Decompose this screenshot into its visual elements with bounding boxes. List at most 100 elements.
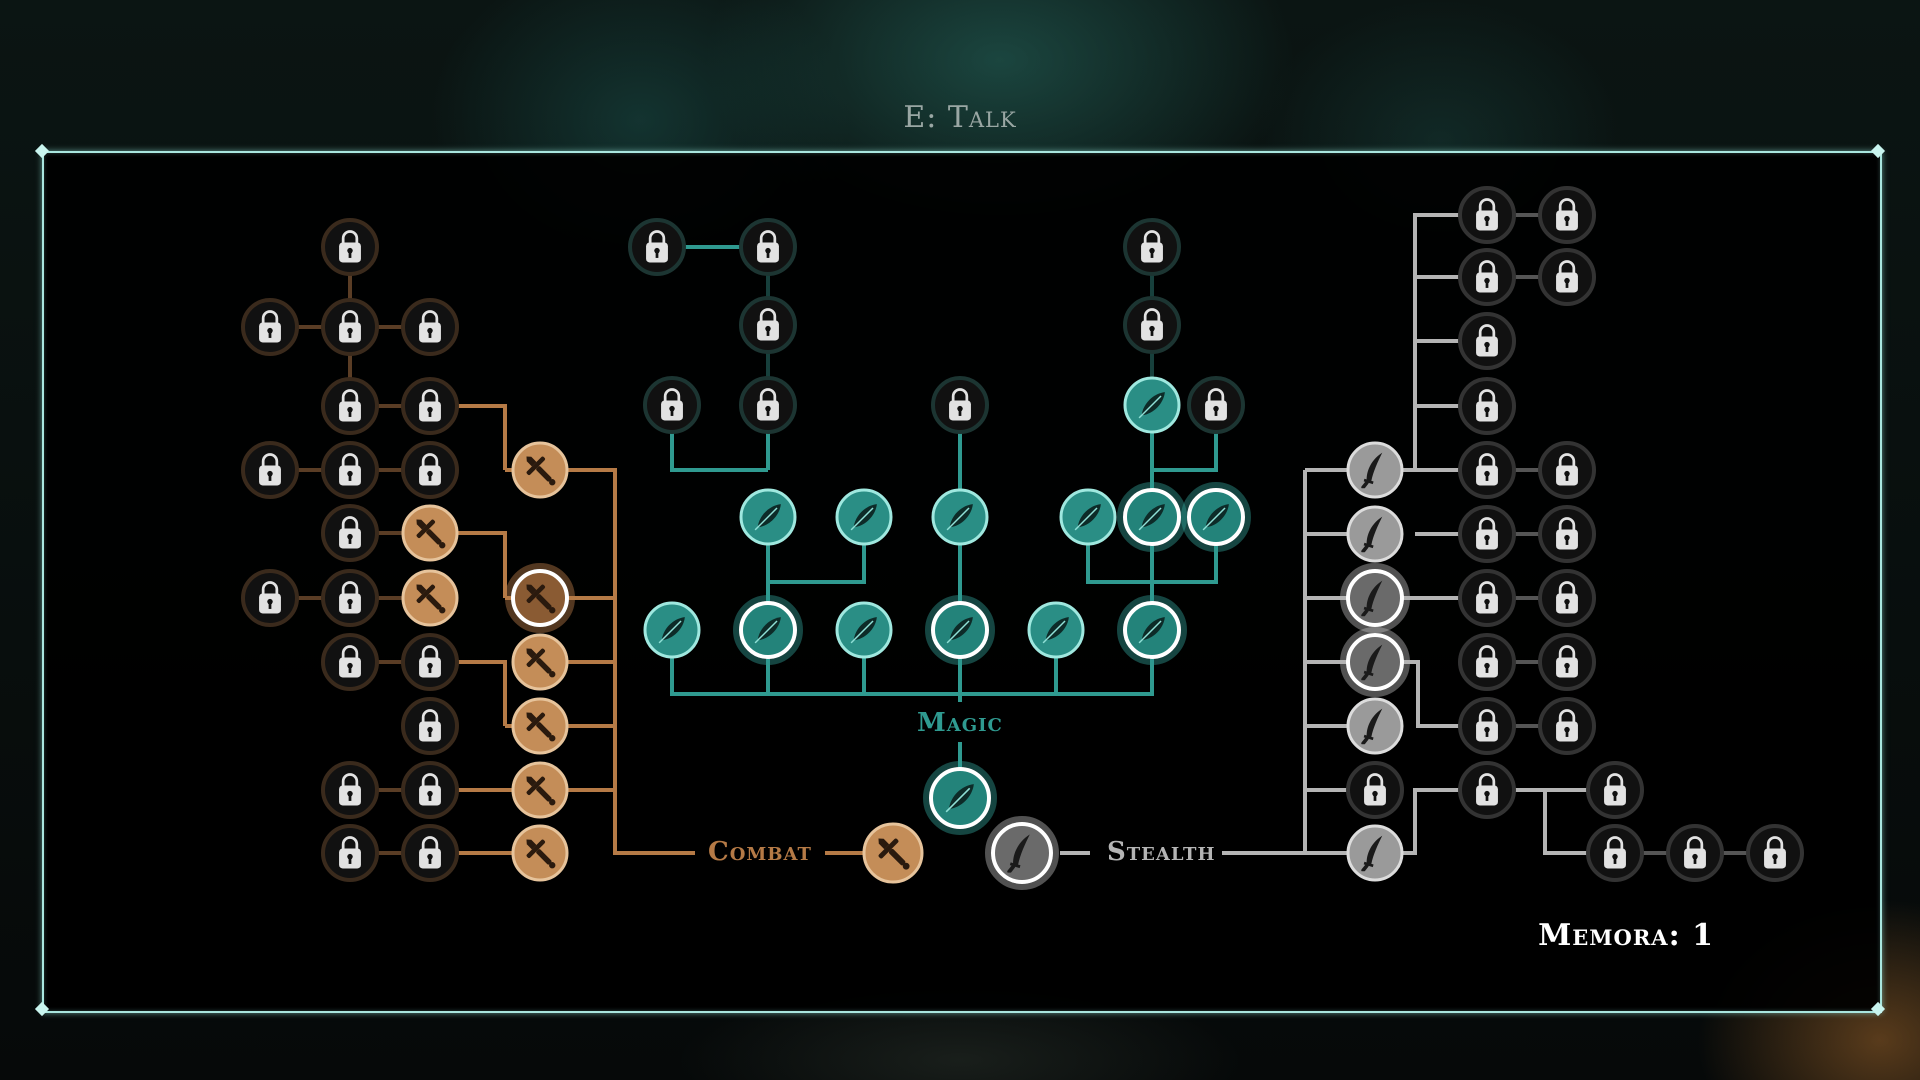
tree-connector [670,630,1154,696]
stealth-skill-node-locked[interactable] [1538,569,1596,627]
stealth-skill-node-locked[interactable] [1458,377,1516,435]
node-glow [925,595,995,665]
stealth-skill-node-locked[interactable] [1538,697,1596,755]
magic-skill-node-locked[interactable] [739,296,797,354]
node-glow [505,563,575,633]
stealth-skill-node-locked[interactable] [1346,761,1404,819]
node-glow [1340,627,1410,697]
interaction-prompt: E: Talk [903,100,1017,135]
stealth-skill-node-unlocked[interactable] [1340,563,1410,633]
combat-skill-node-available[interactable] [862,822,924,884]
combat-skill-node-available[interactable] [511,824,569,882]
node-glow [985,816,1059,890]
node-glow [1117,595,1187,665]
stealth-skill-node-locked[interactable] [1538,505,1596,563]
magic-skill-node-available[interactable] [643,601,701,659]
combat-skill-node-locked[interactable] [321,633,379,691]
stealth-skill-node-locked[interactable] [1746,824,1804,882]
combat-skill-node-locked[interactable] [241,298,299,356]
magic-skill-node-unlocked[interactable] [733,595,803,665]
magic-skill-node-unlocked[interactable] [925,595,995,665]
memora-counter: Memora: 1 [1538,918,1714,953]
node-ring [1346,441,1404,499]
magic-skill-node-locked[interactable] [643,376,701,434]
stealth-skill-node-locked[interactable] [1458,505,1516,563]
magic-skill-node-unlocked[interactable] [923,761,997,835]
stealth-skill-node-unlocked[interactable] [985,816,1059,890]
stealth-skill-node-locked[interactable] [1458,186,1516,244]
stealth-skill-node-locked[interactable] [1586,761,1644,819]
magic-skill-node-locked[interactable] [931,376,989,434]
combat-skill-node-available[interactable] [401,569,459,627]
combat-skill-node-locked[interactable] [321,569,379,627]
stealth-skill-node-locked[interactable] [1458,697,1516,755]
combat-skill-node-locked[interactable] [321,824,379,882]
combat-skill-node-locked[interactable] [321,441,379,499]
magic-skill-node-available[interactable] [1059,488,1117,546]
magic-skill-node-available[interactable] [931,488,989,546]
node-ring [1346,824,1404,882]
combat-skill-node-locked[interactable] [401,298,459,356]
stealth-skill-node-locked[interactable] [1666,824,1724,882]
stealth-skill-node-available[interactable] [1346,824,1404,882]
node-glow [1117,482,1187,552]
combat-skill-node-available[interactable] [401,504,459,562]
branch-label-stealth: Stealth [1107,837,1216,867]
magic-skill-node-unlocked[interactable] [1181,482,1251,552]
stealth-skill-node-locked[interactable] [1458,633,1516,691]
node-glow [733,595,803,665]
stealth-skill-node-locked[interactable] [1458,312,1516,370]
stealth-skill-node-locked[interactable] [1458,248,1516,306]
magic-skill-node-locked[interactable] [739,218,797,276]
stealth-skill-node-locked[interactable] [1458,441,1516,499]
combat-skill-node-locked[interactable] [321,218,379,276]
magic-skill-node-locked[interactable] [1123,296,1181,354]
combat-skill-node-available[interactable] [511,761,569,819]
combat-skill-node-unlocked[interactable] [505,563,575,633]
magic-skill-node-locked[interactable] [739,376,797,434]
combat-skill-node-locked[interactable] [241,569,299,627]
stealth-skill-node-available[interactable] [1346,441,1404,499]
combat-skill-node-locked[interactable] [401,441,459,499]
branch-label-magic: Magic [917,708,1003,738]
node-glow [923,761,997,835]
magic-skill-node-available[interactable] [1123,376,1181,434]
combat-skill-node-locked[interactable] [401,761,459,819]
magic-skill-node-locked[interactable] [1123,218,1181,276]
combat-skill-node-locked[interactable] [241,441,299,499]
combat-skill-node-available[interactable] [511,633,569,691]
magic-skill-node-locked[interactable] [628,218,686,276]
stealth-skill-node-locked[interactable] [1538,633,1596,691]
branch-label-combat: Combat [708,837,812,867]
magic-skill-node-available[interactable] [739,488,797,546]
magic-skill-node-available[interactable] [835,488,893,546]
combat-skill-node-locked[interactable] [401,377,459,435]
magic-skill-node-unlocked[interactable] [1117,482,1187,552]
magic-skill-node-unlocked[interactable] [1117,595,1187,665]
magic-skill-node-available[interactable] [1027,601,1085,659]
stealth-skill-node-locked[interactable] [1458,761,1516,819]
combat-skill-node-locked[interactable] [321,504,379,562]
node-ring [1346,569,1404,627]
stealth-skill-node-locked[interactable] [1458,569,1516,627]
combat-skill-node-available[interactable] [511,697,569,755]
combat-skill-node-available[interactable] [511,441,569,499]
magic-skill-node-locked[interactable] [1187,376,1245,434]
stealth-skill-node-locked[interactable] [1538,248,1596,306]
stealth-skill-node-available[interactable] [1346,505,1404,563]
combat-skill-node-locked[interactable] [321,298,379,356]
combat-skill-node-locked[interactable] [401,824,459,882]
node-ring [1346,697,1404,755]
node-glow [1181,482,1251,552]
stealth-skill-node-unlocked[interactable] [1340,627,1410,697]
magic-skill-node-available[interactable] [835,601,893,659]
stealth-skill-node-locked[interactable] [1586,824,1644,882]
stealth-skill-node-locked[interactable] [1538,441,1596,499]
combat-skill-node-locked[interactable] [321,761,379,819]
stealth-skill-node-available[interactable] [1346,697,1404,755]
stealth-skill-node-locked[interactable] [1538,186,1596,244]
combat-skill-node-locked[interactable] [401,633,459,691]
combat-skill-node-locked[interactable] [321,377,379,435]
combat-skill-node-locked[interactable] [401,697,459,755]
